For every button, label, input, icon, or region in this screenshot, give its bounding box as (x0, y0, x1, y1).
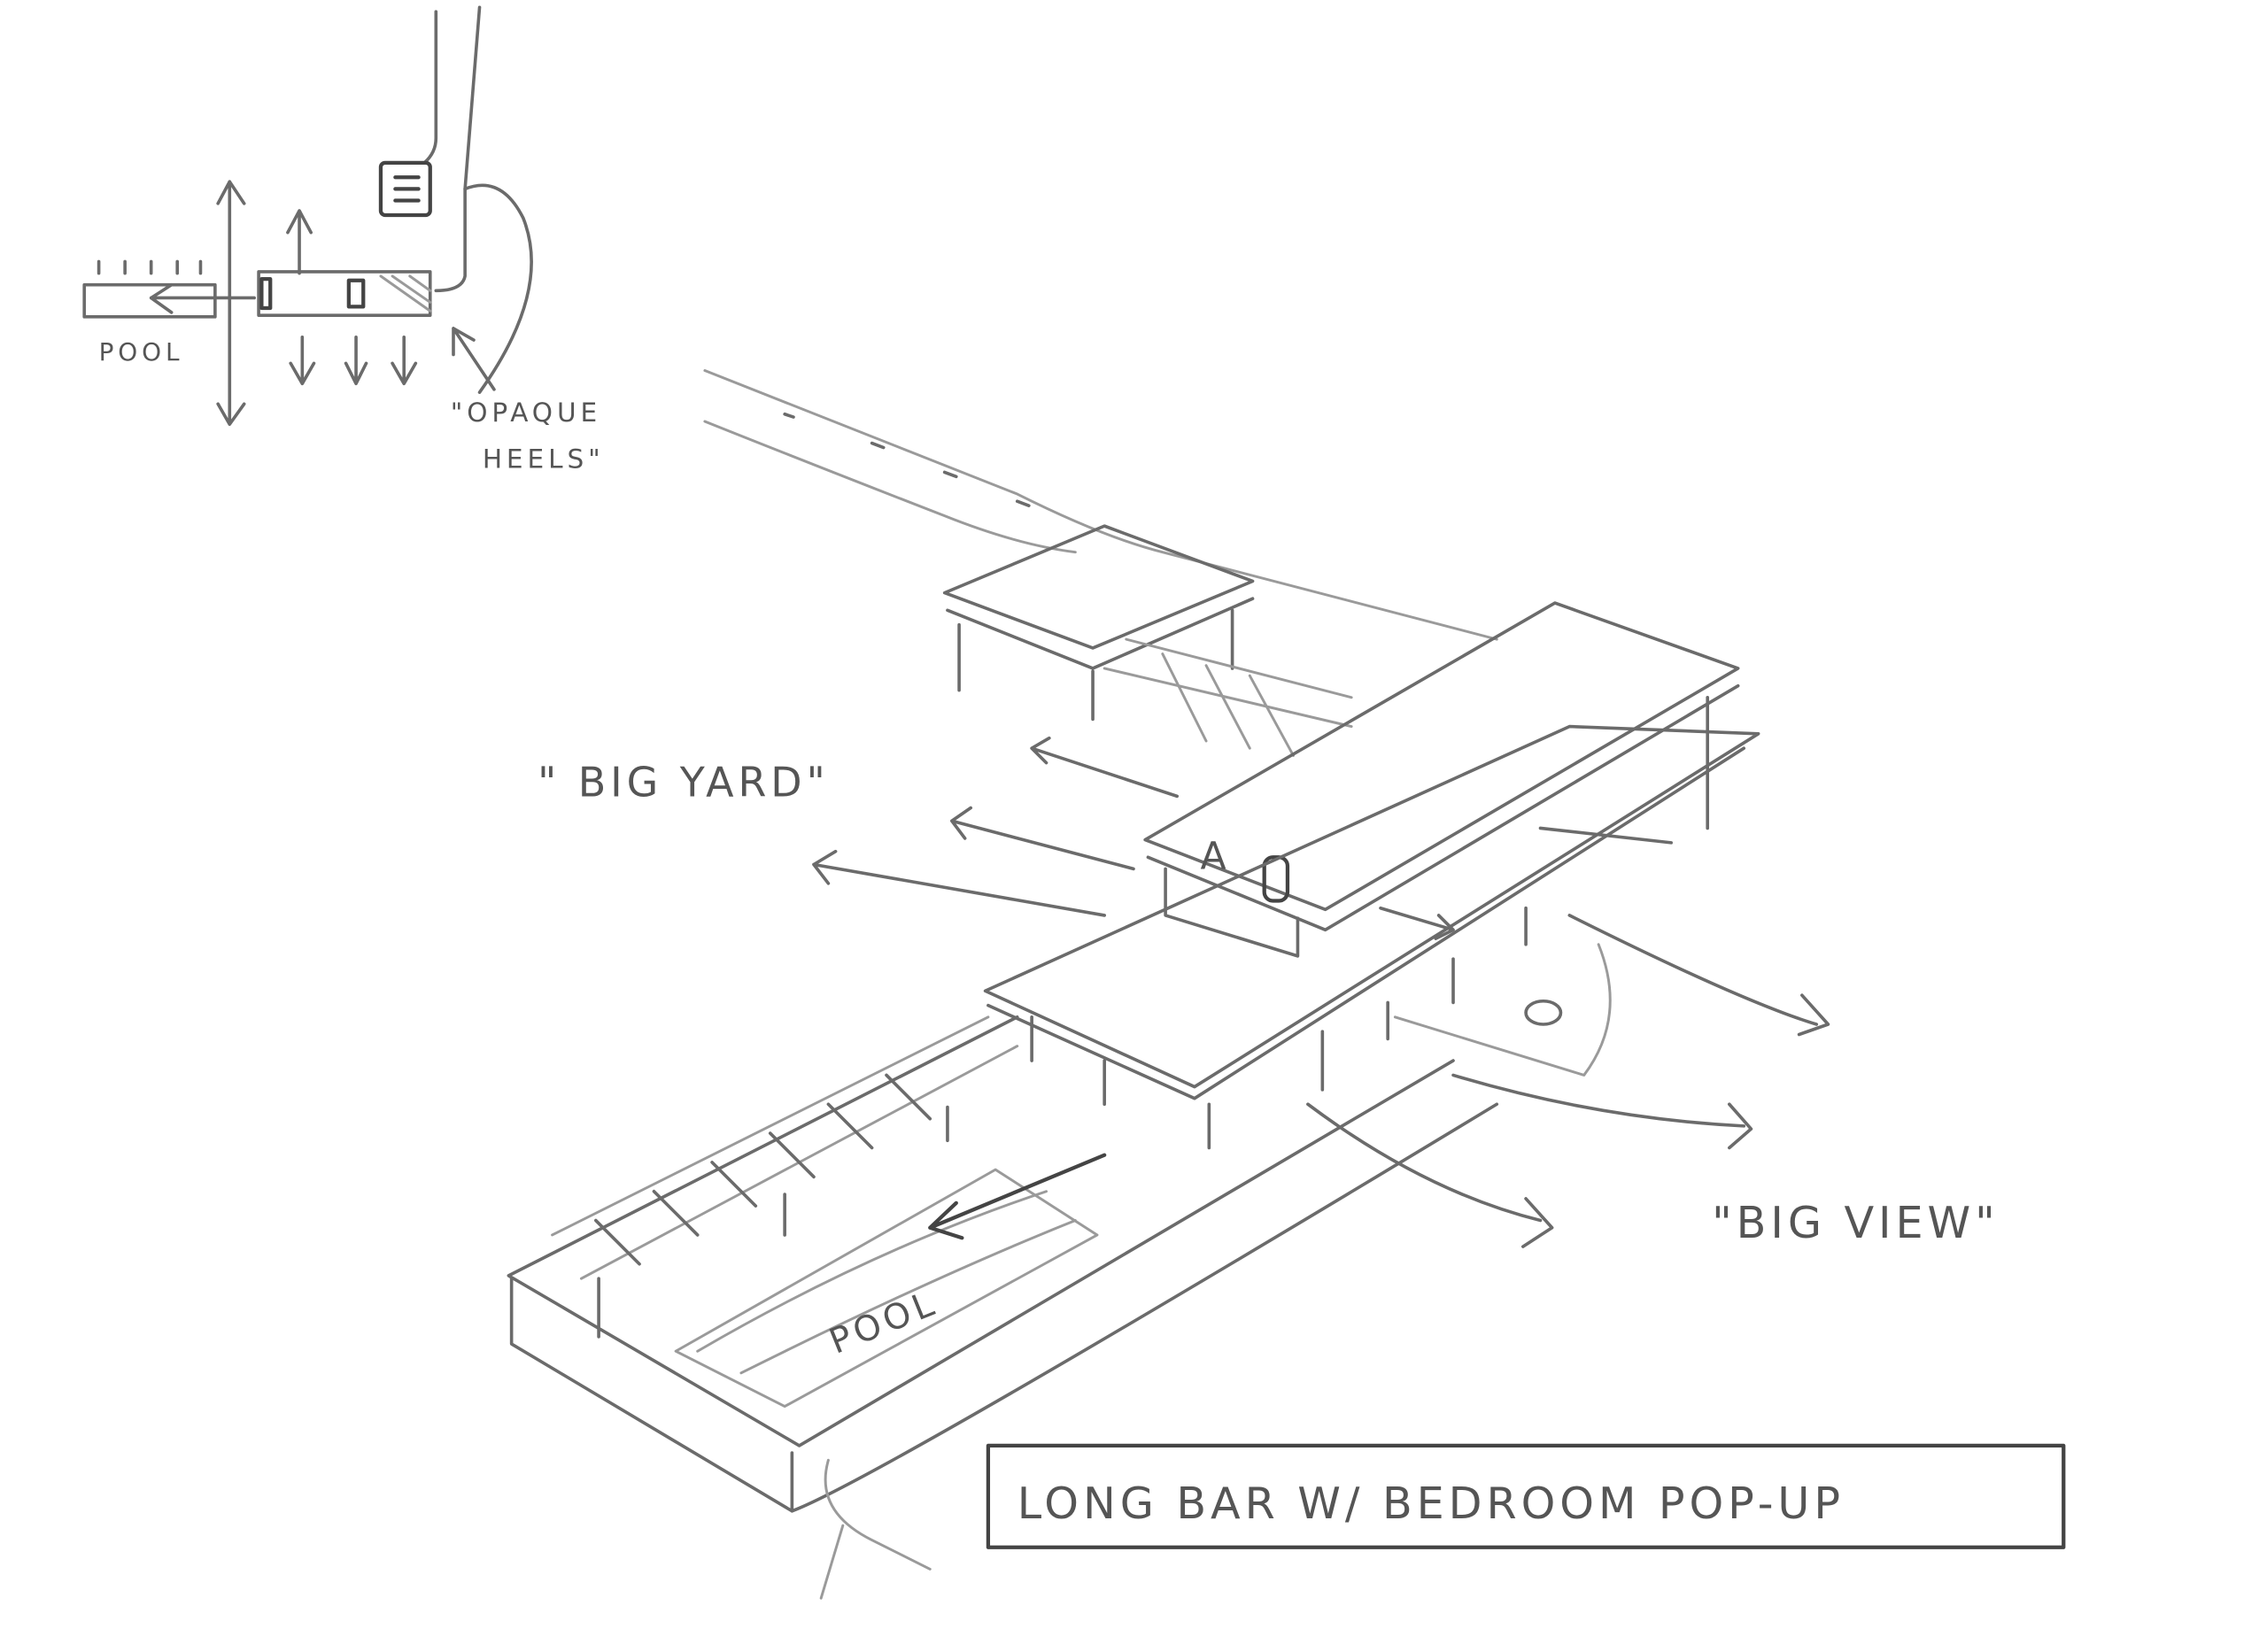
volume-label-a: A (1200, 834, 1230, 878)
title-box-text: LONG BAR W/ BEDROOM POP-UP (1017, 1478, 1845, 1529)
big-view-label: "BIG VIEW" (1712, 1197, 2000, 1248)
axon-pool-label: POOL (824, 1282, 943, 1362)
axonometric-drawing: A " BIG YARD" "BIG VIEW" POOL (507, 369, 2000, 1600)
site-plan-diagram: POOL "OPAQUE HEELS" (82, 5, 605, 474)
big-yard-label: " BIG YARD" (538, 758, 830, 806)
plan-pool-label: POOL (99, 337, 184, 367)
opaque-heels-label-line1: "OPAQUE (451, 398, 601, 428)
opaque-heels-label-line2: HEELS" (483, 444, 605, 474)
title-box: LONG BAR W/ BEDROOM POP-UP (986, 1443, 2066, 1549)
